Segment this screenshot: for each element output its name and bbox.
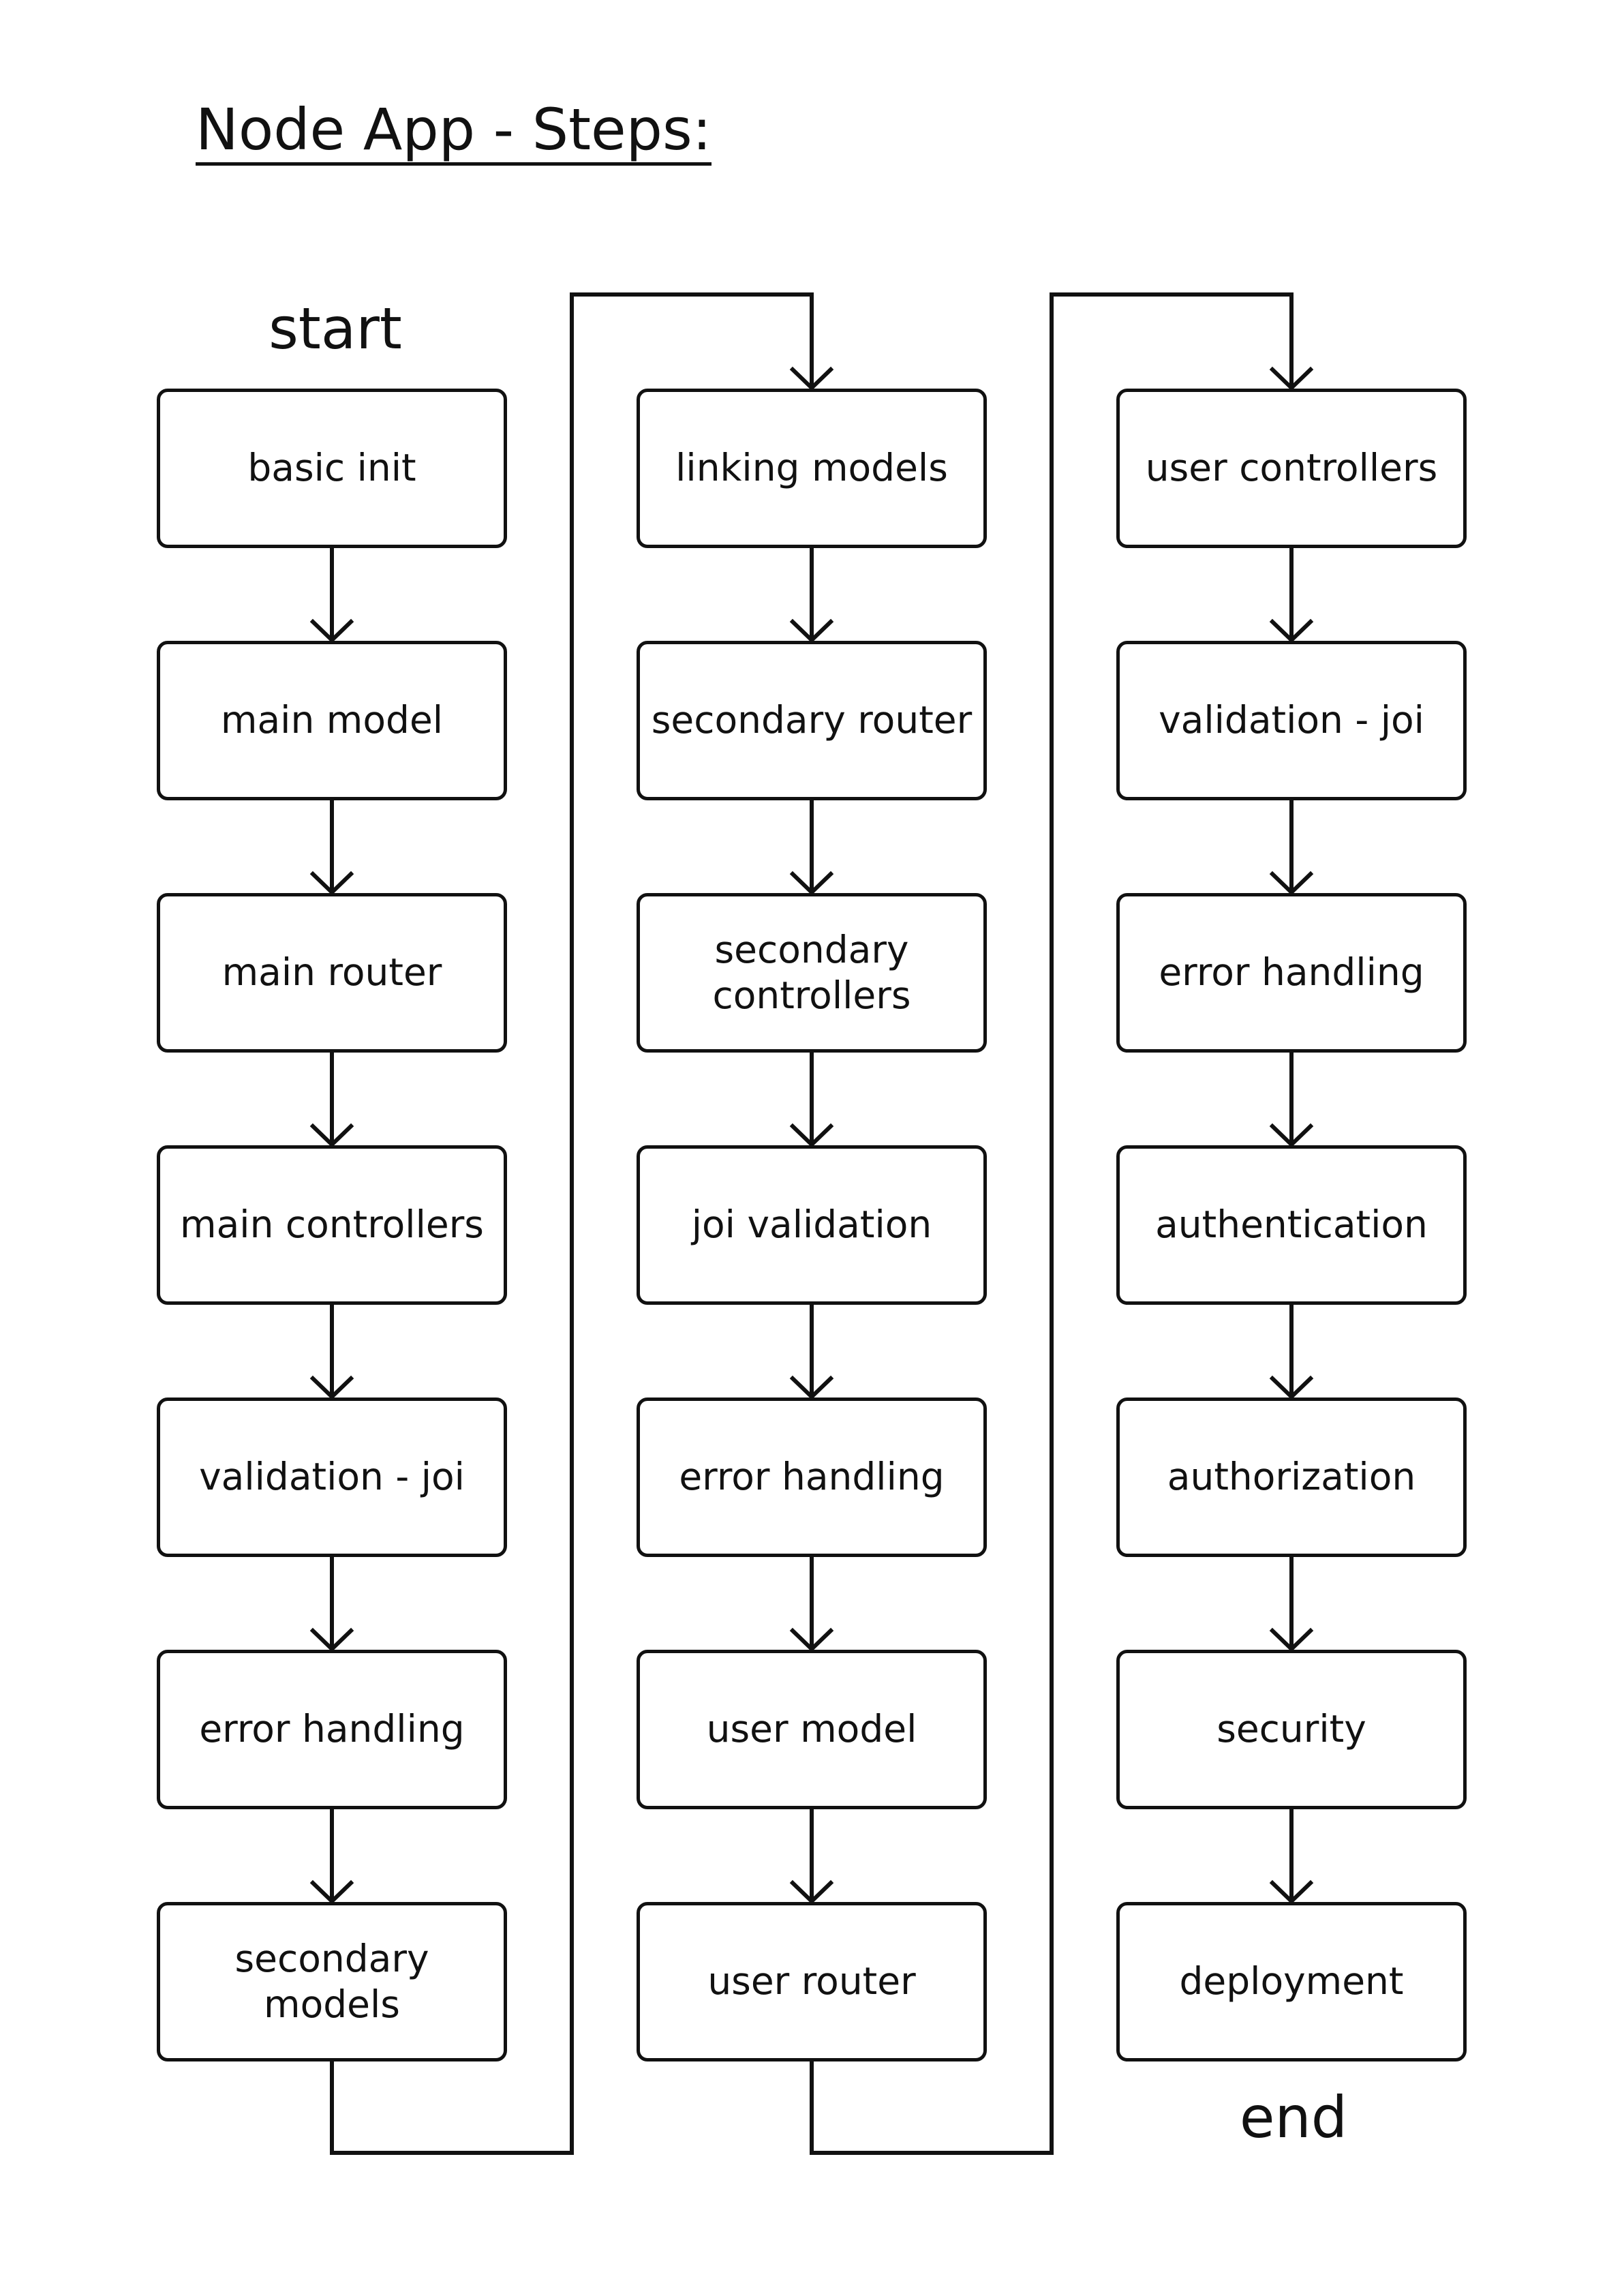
column-connector [330, 292, 814, 2155]
step-main-model: main model [157, 641, 507, 800]
end-label: end [1239, 2084, 1348, 2151]
step-error-handling: error handling [1116, 893, 1467, 1053]
step-label: security [1216, 1707, 1366, 1751]
step-label: authorization [1167, 1455, 1416, 1499]
step-main-controllers: main controllers [157, 1145, 507, 1305]
step-validation-joi: validation - joi [1116, 641, 1467, 800]
step-label: user controllers [1145, 446, 1438, 490]
start-label: start [269, 295, 402, 362]
page-title: Node App - Steps: [196, 101, 712, 166]
step-label: secondary router [651, 698, 973, 742]
step-label: authentication [1155, 1203, 1428, 1247]
step-authentication: authentication [1116, 1145, 1467, 1305]
step-label: error handling [679, 1455, 945, 1499]
arrow-head [789, 1123, 834, 1148]
step-basic-init: basic init [157, 389, 507, 548]
arrow-head [309, 871, 354, 896]
step-error-handling: error handling [157, 1650, 507, 1809]
step-label: user router [707, 1959, 916, 2004]
step-label: error handling [199, 1707, 465, 1751]
step-authorization: authorization [1116, 1398, 1467, 1557]
step-main-router: main router [157, 893, 507, 1053]
step-label: main router [221, 950, 442, 995]
step-label: joi validation [691, 1203, 932, 1247]
step-secondary-models: secondary models [157, 1902, 507, 2061]
step-label: error handling [1159, 950, 1424, 995]
arrow-head [1269, 1879, 1314, 1905]
arrow-head [1269, 1627, 1314, 1652]
step-security: security [1116, 1650, 1467, 1809]
arrow-head [309, 1627, 354, 1652]
arrow-head [1269, 1123, 1314, 1148]
arrow-head [789, 1879, 834, 1905]
step-joi-validation: joi validation [637, 1145, 987, 1305]
step-secondary-controllers: secondary controllers [637, 893, 987, 1053]
step-label: validation - joi [1159, 698, 1424, 742]
arrow-head [1269, 871, 1314, 896]
step-secondary-router: secondary router [637, 641, 987, 800]
step-user-router: user router [637, 1902, 987, 2061]
step-validation-joi: validation - joi [157, 1398, 507, 1557]
arrow-head [309, 1123, 354, 1148]
step-error-handling: error handling [637, 1398, 987, 1557]
arrow-head [789, 1627, 834, 1652]
arrow-head [789, 618, 834, 644]
arrow-head [1269, 1375, 1314, 1400]
arrow-head [789, 366, 834, 391]
arrow-head [309, 1879, 354, 1905]
arrow-head [1269, 618, 1314, 644]
step-label: validation - joi [199, 1455, 465, 1499]
arrow-head [1269, 366, 1314, 391]
step-label: linking models [675, 446, 948, 490]
step-label: main model [220, 698, 444, 742]
column-connector [810, 292, 1294, 2155]
step-label: deployment [1179, 1959, 1404, 2004]
step-deployment: deployment [1116, 1902, 1467, 2061]
arrow-head [309, 1375, 354, 1400]
step-label: secondary models [234, 1936, 429, 2026]
step-label: main controllers [180, 1203, 484, 1247]
step-label: user model [706, 1707, 917, 1751]
arrow-head [789, 871, 834, 896]
step-linking-models: linking models [637, 389, 987, 548]
arrow-head [309, 618, 354, 644]
step-label: basic init [247, 446, 416, 490]
step-user-model: user model [637, 1650, 987, 1809]
arrow-head [789, 1375, 834, 1400]
step-label: secondary controllers [712, 927, 911, 1017]
step-user-controllers: user controllers [1116, 389, 1467, 548]
